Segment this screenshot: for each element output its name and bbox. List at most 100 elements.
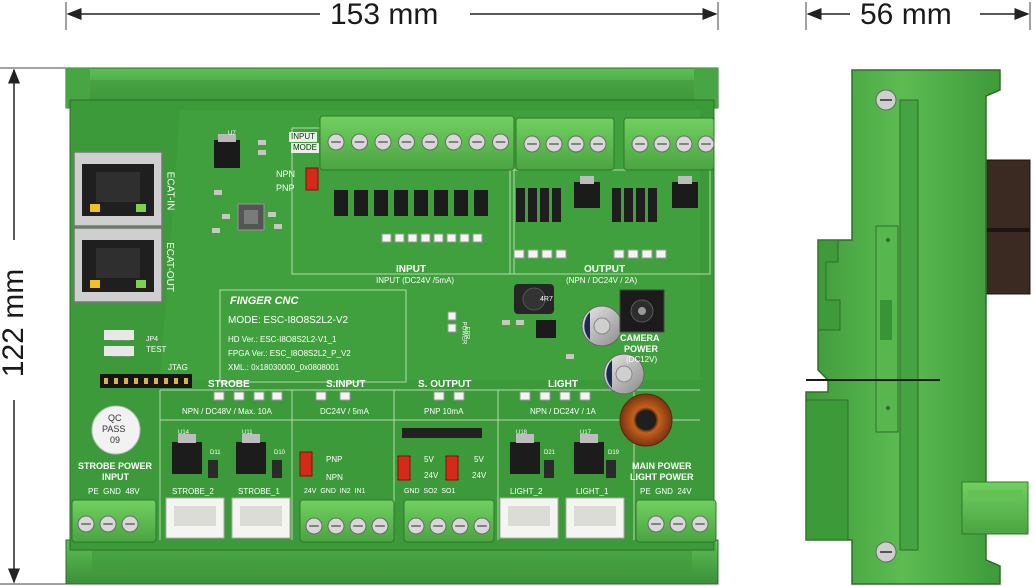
bottom-mosfets [172, 434, 616, 478]
main-power-title-1: MAIN POWER [632, 461, 692, 471]
capacitor-2 [603, 353, 645, 395]
d21-label: D21 [544, 450, 556, 456]
u17-label: U17 [580, 430, 592, 436]
soutput-terminal[interactable] [403, 499, 495, 543]
strobe-power-terminals: PE GND 48V [88, 487, 140, 496]
output-title: OUTPUT [584, 264, 626, 275]
test-label: TEST [146, 345, 167, 354]
strobe-title: STROBE [208, 379, 250, 390]
soutput-jumper-2[interactable] [397, 455, 411, 481]
sinput-terminal[interactable] [299, 499, 395, 543]
input-optocouplers [334, 190, 488, 216]
output-drivers [516, 188, 657, 222]
strobe-2-connector[interactable] [165, 497, 225, 539]
strobe-spec: NPN / DC48V / Max. 10A [182, 407, 272, 416]
sinput-terminal-labels: 24V GND IN2 IN1 [304, 488, 366, 495]
capacitor-1 [581, 305, 623, 347]
width-dimension-label: 153 mm [324, 0, 445, 30]
d10-label: D10 [274, 450, 286, 456]
d11-label: D11 [210, 450, 221, 456]
u14-label: U14 [178, 430, 190, 436]
smd-components [212, 140, 574, 359]
main-power-title-2: LIGHT POWER [630, 472, 694, 482]
jp4-label: JP4 [146, 336, 159, 343]
u7-label: U7 [228, 131, 236, 137]
mosfet-top-2 [672, 176, 698, 208]
light-spec: NPN / DC24V / 1A [530, 407, 596, 416]
inductor [514, 284, 554, 314]
strobe-1-label: STROBE_1 [238, 487, 280, 496]
ecat-out-label: ECAT-OUT [163, 242, 175, 292]
bottom-terminal-screws [77, 515, 709, 535]
xml-version: XML.: 0x18030000_0x0808001 [228, 363, 340, 372]
ecat-in-label: ECAT-IN [164, 171, 176, 211]
soutput-title: S. OUTPUT [418, 379, 472, 390]
input-mode-title-1: INPUT [289, 132, 317, 142]
soutput-jumper-1[interactable] [445, 455, 459, 481]
light-2-label: LIGHT_2 [510, 487, 543, 496]
u18-label: U18 [516, 430, 528, 436]
ethernet-port-in[interactable] [73, 151, 163, 227]
npn-jumper-label: NPN [326, 473, 343, 482]
strobe-2-label: STROBE_2 [172, 487, 214, 496]
so2-24v-label: 24V [424, 471, 439, 480]
test-jumper[interactable] [104, 330, 134, 356]
input-mode-title-2: MODE [291, 143, 319, 153]
strobe-power-title-2: INPUT [102, 472, 129, 482]
side-view [805, 69, 1031, 585]
so2-5v-label: 5V [424, 455, 434, 464]
input-title: INPUT [396, 264, 426, 275]
fpga-chip [237, 203, 265, 231]
output-terminal-block[interactable] [515, 117, 615, 171]
depth-dimension [805, 2, 1031, 30]
jtag-header[interactable] [100, 374, 192, 388]
light-2-connector[interactable] [499, 497, 559, 539]
camera-power-title-2: POWER [624, 344, 659, 354]
depth-dimension-label: 56 mm [854, 0, 958, 30]
hd-version: HD Ver.: ESC-I8O8S2L2-V1_1 [228, 335, 337, 344]
sinput-jumper[interactable] [299, 451, 313, 477]
qc-line-1: QC [108, 413, 122, 423]
strobe-1-connector[interactable] [231, 497, 291, 539]
module-model: MODE: ESC-I8O8S2L2-V2 [228, 315, 349, 326]
err-led-label: ERR [463, 326, 470, 340]
qc-pass-sticker [91, 405, 141, 455]
mosfet-top-1 [574, 176, 600, 208]
ethernet-port-out[interactable] [73, 227, 163, 303]
inductor-label: 4R7 [540, 296, 553, 303]
fpga-version: FPGA Ver.: ESC_I8O8S2L2_P_V2 [228, 349, 351, 358]
soutput-terminal-labels: GND SO2 SO1 [404, 488, 456, 495]
u11-label: U11 [242, 430, 253, 436]
light-title: LIGHT [548, 379, 578, 390]
d19-label: D19 [608, 450, 620, 456]
terminal-screws [327, 133, 715, 153]
main-power-terminals: PE GND 24V [640, 487, 692, 496]
output-spec: (NPN / DC24V / 2A) [566, 276, 638, 285]
so1-24v-label: 24V [472, 471, 487, 480]
camera-power-title-1: CAMERA [620, 333, 660, 343]
sinput-title: S.INPUT [326, 379, 366, 390]
camera-power-jack[interactable] [619, 289, 665, 333]
jtag-label: JTAG [168, 363, 188, 372]
regulator-u7 [214, 134, 240, 168]
sinput-spec: DC24V / 5mA [320, 407, 369, 416]
soutput-chips [402, 428, 482, 438]
input-mode-jumper[interactable] [305, 167, 319, 191]
toroid-coil [619, 393, 673, 447]
camera-power-spec: (DC12V) [626, 355, 658, 364]
power-ic [536, 320, 556, 338]
npn-label: NPN [276, 169, 296, 179]
brand-logo: FINGER CNC [230, 295, 299, 307]
height-dimension [0, 67, 66, 585]
input-terminal-block[interactable] [319, 115, 515, 171]
height-dimension-label: 122 mm [0, 262, 30, 384]
width-dimension [65, 2, 719, 30]
light-1-connector[interactable] [565, 497, 625, 539]
light-1-label: LIGHT_1 [576, 487, 609, 496]
so1-5v-label: 5V [474, 455, 484, 464]
qc-line-2: PASS [102, 424, 126, 434]
pnp-jumper-label: PNP [326, 455, 343, 464]
qc-line-3: 09 [110, 435, 121, 445]
strobe-power-title-1: STROBE POWER [78, 461, 153, 471]
